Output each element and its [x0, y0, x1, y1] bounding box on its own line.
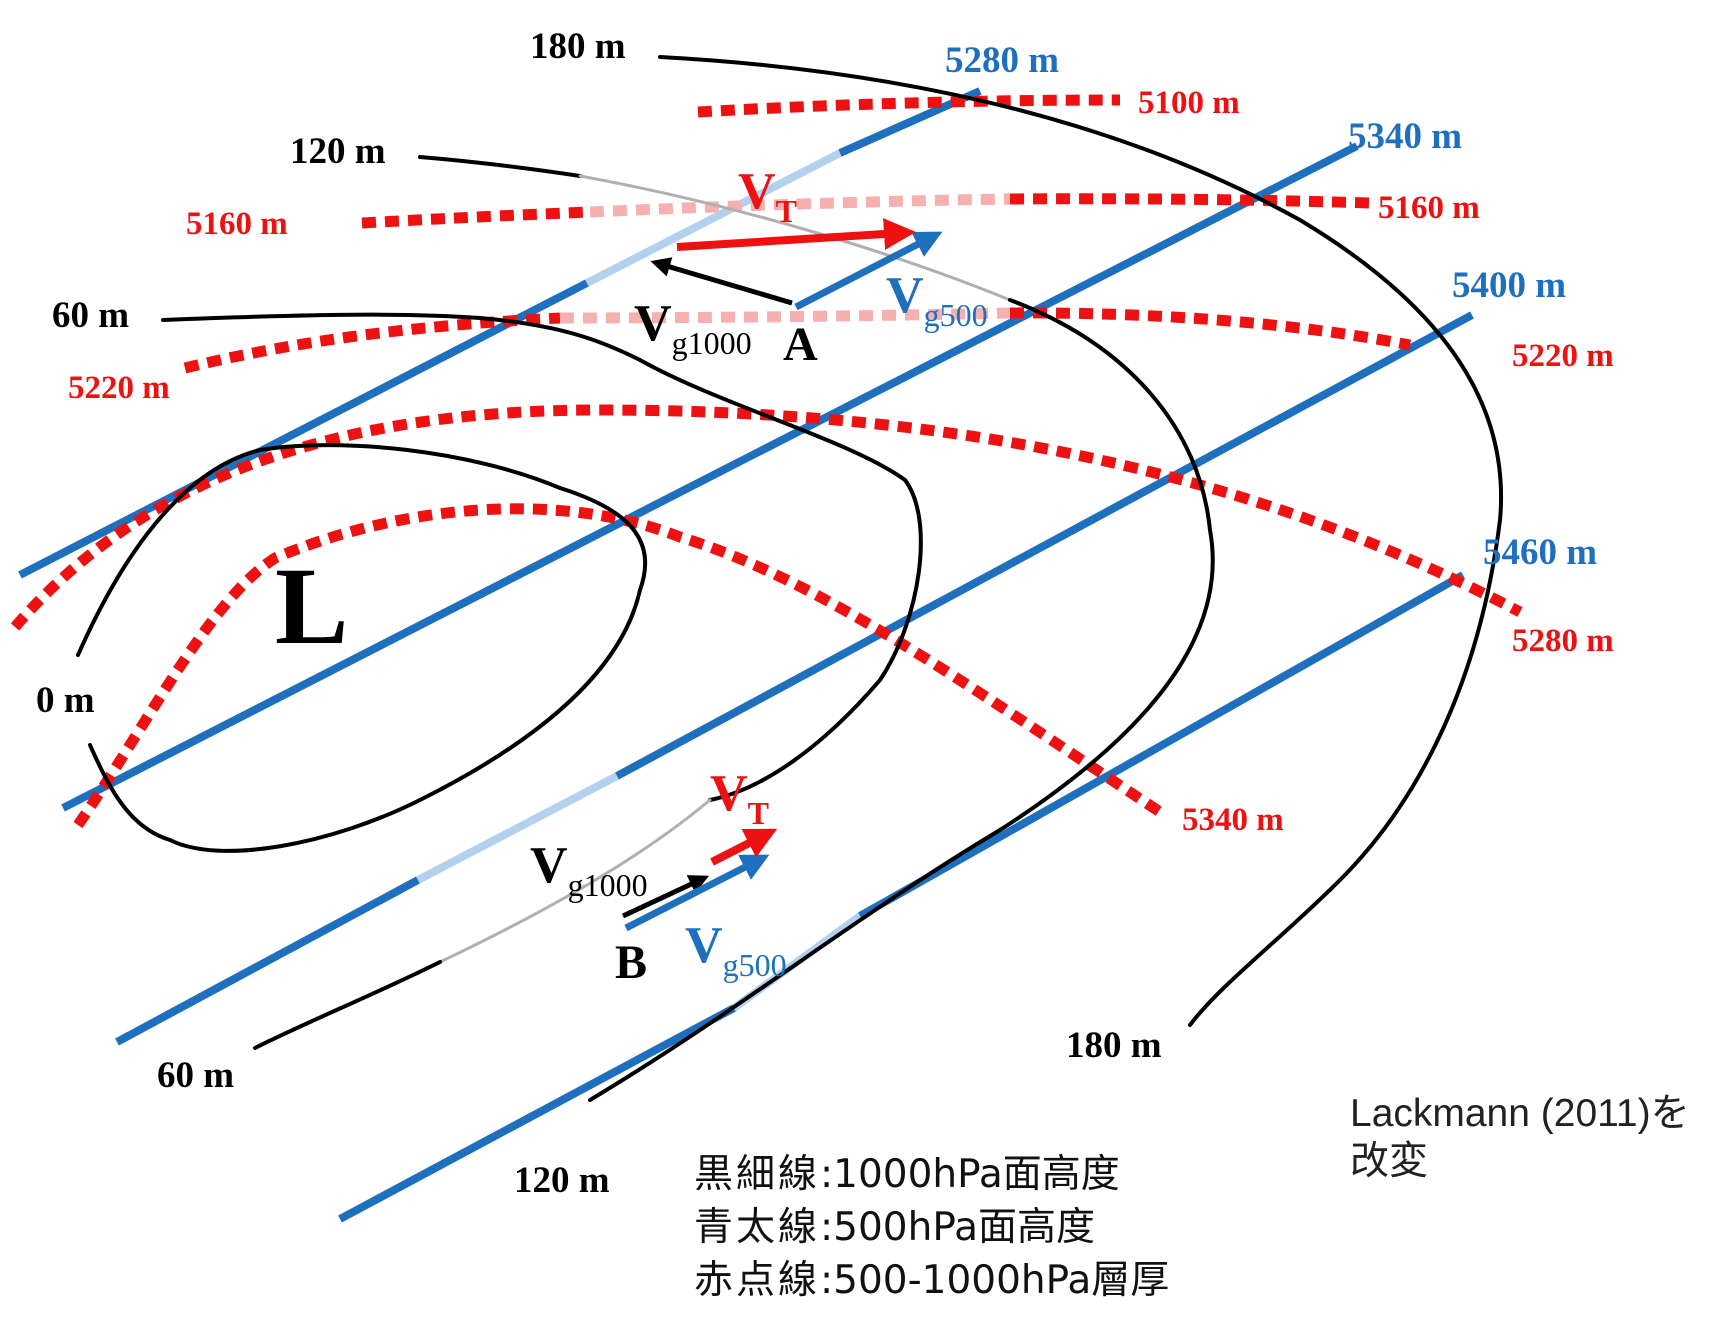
thickness-line-5220-mid [559, 307, 1011, 324]
h500-label-5400: 5400 m [1452, 265, 1566, 306]
thickness-line-5100 [697, 94, 1121, 118]
thickness-line-5340 [73, 503, 1164, 829]
thickness-label-5220-west: 5220 m [68, 370, 170, 406]
h1000-label-60-top: 60 m [52, 295, 129, 336]
vt-arrow-a [676, 218, 916, 251]
h1000-label-60-bottom: 60 m [157, 1055, 234, 1096]
vg500-label-a: Vg500 [886, 267, 988, 333]
vt-label-a: VT [738, 163, 797, 229]
source-credit-line1: Lackmann (2011)を [1350, 1092, 1690, 1135]
point-a-label: A [783, 318, 818, 371]
legend: 黒細線:1000hPa面高度 青太線:500hPa面高度 赤点線:500-100… [694, 1148, 1169, 1307]
legend-row-h500: 青太線:500hPa面高度 [694, 1201, 1169, 1254]
vg1000-arrow-a [650, 257, 793, 306]
legend-sep: : [820, 1152, 834, 1197]
vg1000-arrow-b [621, 875, 710, 919]
legend-key-thickness: 赤点線 [694, 1258, 821, 1303]
h1000-line-0 [76, 443, 648, 853]
thickness-line-5160-mid [589, 193, 1011, 218]
wind-vectors-b [621, 828, 778, 932]
thickness-label-5160-east: 5160 m [1378, 190, 1480, 226]
h1000-line-120 [418, 155, 1215, 1102]
legend-text-h500: 500hPa面高度 [833, 1205, 1095, 1250]
thickness-label-5220-east: 5220 m [1512, 338, 1614, 374]
vg500-arrow-b [624, 854, 770, 932]
thickness-line-5160-west [361, 206, 591, 229]
h500-label-5340: 5340 m [1348, 116, 1462, 157]
h1000-line-60 [161, 312, 923, 1050]
thickness-line-5220-west [183, 312, 561, 374]
point-b-label: B [615, 936, 647, 989]
h1000-labels: 180 m 120 m 60 m 0 m 60 m 120 m 180 m [36, 26, 1162, 1201]
source-credit-line2: 改変 [1350, 1140, 1429, 1183]
source-credit: Lackmann (2011)を 改変 [1350, 1090, 1690, 1186]
h500-line-5340 [61, 142, 1359, 812]
h500-line-5400 [115, 311, 1474, 1046]
thickness-line-5220-east [1009, 307, 1412, 351]
legend-text-h1000: 1000hPa面高度 [833, 1152, 1120, 1197]
h1000-label-180-top: 180 m [530, 26, 626, 67]
h1000-label-180-bottom: 180 m [1066, 1025, 1162, 1066]
thickness-label-5280: 5280 m [1512, 623, 1614, 659]
h1000-line-180 [658, 55, 1503, 1027]
legend-sep: : [820, 1258, 834, 1303]
vt-label-b: VT [710, 765, 769, 831]
h500-contours [18, 87, 1474, 1223]
h500-label-5280: 5280 m [945, 40, 1059, 81]
h500-labels: 5280 m 5340 m 5400 m 5460 m [945, 40, 1597, 573]
h500-label-5460: 5460 m [1483, 532, 1597, 573]
h1000-label-0: 0 m [36, 680, 95, 721]
thickness-label-5100: 5100 m [1138, 85, 1240, 121]
h1000-label-120-bottom: 120 m [514, 1160, 610, 1201]
vt-arrow-b [710, 828, 778, 866]
legend-row-thickness: 赤点線:500-1000hPa層厚 [694, 1254, 1169, 1307]
thickness-label-5160-west: 5160 m [186, 206, 288, 242]
vg1000-label-a: Vg1000 [634, 295, 752, 361]
legend-key-h1000: 黒細線 [694, 1152, 821, 1197]
vg500-label-b: Vg500 [685, 917, 787, 983]
vg1000-label-b: Vg1000 [530, 837, 648, 903]
thickness-labels: 5100 m 5160 m 5160 m 5220 m 5220 m 5280 … [68, 85, 1614, 838]
legend-text-thickness: 500-1000hPa層厚 [833, 1258, 1170, 1303]
legend-sep: : [820, 1205, 834, 1250]
h1000-contours [76, 55, 1503, 1102]
h1000-label-120-top: 120 m [290, 131, 386, 172]
legend-key-h500: 青太線 [694, 1205, 821, 1250]
thickness-label-5340: 5340 m [1182, 802, 1284, 838]
thickness-line-5160-east [1009, 193, 1371, 209]
h500-line-5460 [338, 571, 1465, 1223]
wind-vectors-a [650, 218, 943, 311]
legend-row-h1000: 黒細線:1000hPa面高度 [694, 1148, 1169, 1201]
low-pressure-symbol: L [275, 545, 348, 667]
